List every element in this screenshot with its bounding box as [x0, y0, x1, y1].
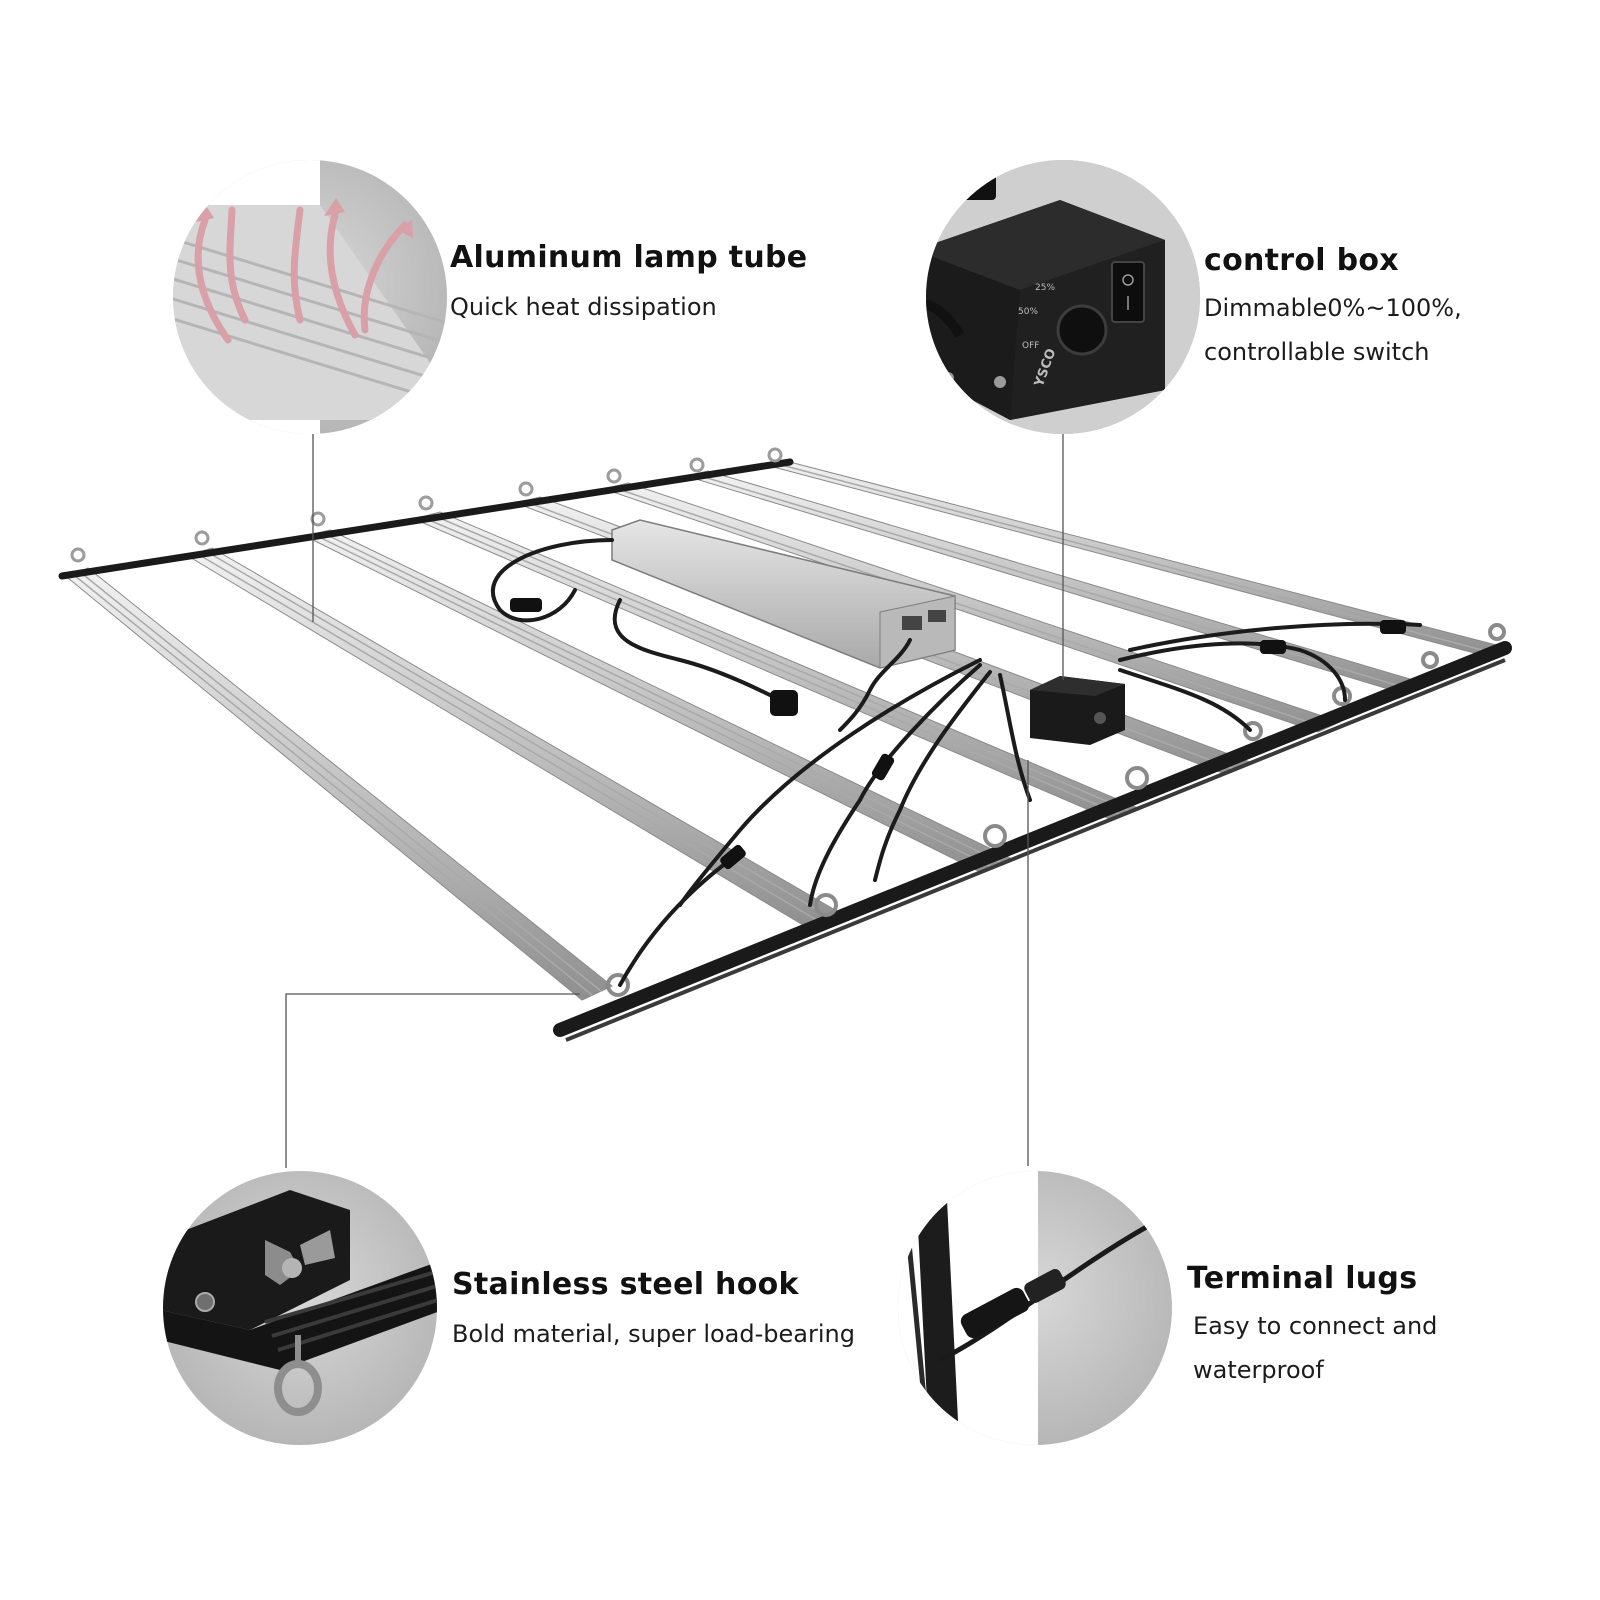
grow-light-fixture	[58, 447, 1512, 1042]
callout-tube: Aluminum lamp tube Quick heat dissipatio…	[450, 240, 807, 329]
callout-control-line-1: Dimmable0%~100%,	[1204, 294, 1462, 322]
hook-detail-circle	[163, 1171, 437, 1445]
power-switch-icon	[1111, 261, 1145, 323]
leader-lines	[285, 430, 1064, 1168]
callout-control-desc: Dimmable0%~100%, controllable switch	[1204, 286, 1462, 374]
callout-hook-line-1: Bold material, super load-bearing	[452, 1320, 855, 1348]
callout-tube-title: Aluminum lamp tube	[450, 240, 808, 275]
callout-terminal-desc: Easy to connect and waterproof	[1193, 1304, 1437, 1392]
back-rail	[58, 458, 794, 580]
label-25-percent: 25%	[1035, 283, 1055, 293]
front-rail	[553, 641, 1512, 1037]
terminal-detail-circle	[898, 1171, 1172, 1445]
dimmer-knob-icon	[1056, 304, 1108, 356]
wing-nut-icon	[265, 1230, 335, 1285]
callout-hook-desc: Bold material, super load-bearing	[452, 1312, 855, 1356]
callout-control-title: control box	[1204, 243, 1399, 278]
tube-detail-circle	[173, 160, 447, 434]
callout-hook: Stainless steel hook Bold material, supe…	[452, 1267, 855, 1356]
heat-arrow-icon	[194, 206, 409, 344]
label-50-percent: 50%	[1018, 307, 1038, 317]
callout-tube-desc: Quick heat dissipation	[450, 285, 807, 329]
label-off: OFF	[1022, 341, 1039, 351]
callout-tube-line-1: Quick heat dissipation	[450, 293, 717, 321]
callout-terminal-title: Terminal lugs	[1187, 1261, 1418, 1296]
waterproof-connector-icon	[960, 1269, 1066, 1339]
callout-terminal-line-1: Easy to connect and	[1193, 1312, 1438, 1340]
front-hooks	[606, 623, 1506, 997]
callout-control: control box Dimmable0%~100%, controllabl…	[1204, 243, 1462, 374]
control-box-on-fixture	[1030, 676, 1125, 745]
callout-hook-title: Stainless steel hook	[452, 1267, 799, 1302]
callout-control-line-2: controllable switch	[1204, 338, 1430, 366]
connectors	[510, 598, 1406, 870]
back-hooks	[70, 447, 783, 563]
control-box-detail-circle: 25% 50% OFF YSCO	[926, 160, 1200, 434]
callout-terminal-line-2: waterproof	[1193, 1356, 1324, 1384]
callout-terminal: Terminal lugs Easy to connect and waterp…	[1187, 1261, 1437, 1392]
driver-box	[611, 519, 956, 669]
